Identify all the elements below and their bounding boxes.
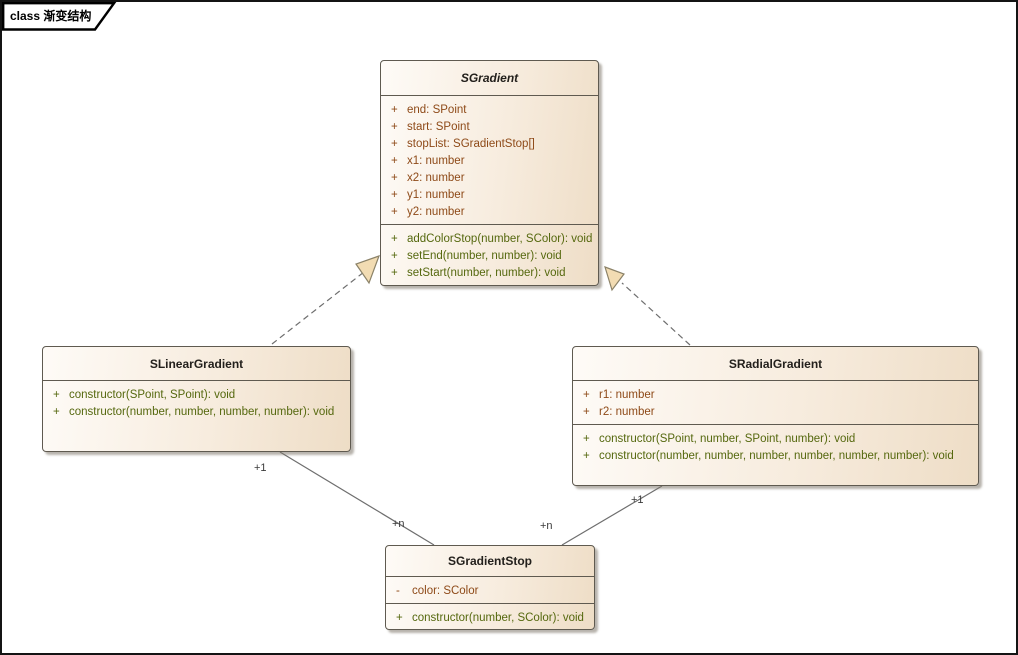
method-text: constructor(SPoint, number, SPoint, numb… xyxy=(599,432,856,445)
method-row: + constructor(number, number, number, num… xyxy=(577,447,974,464)
attribute-text: start: SPoint xyxy=(407,120,470,133)
multiplicity-label: +n xyxy=(540,520,553,532)
visibility-symbol: + xyxy=(583,388,590,401)
attributes-compartment: -color: SColor xyxy=(386,577,594,604)
methods-compartment: + addColorStop(number, SColor): void + set… xyxy=(381,225,598,285)
class-box-sgradient[interactable]: SGradient + end: SPoint + start: SPoint + s… xyxy=(380,60,599,286)
visibility-symbol: + xyxy=(396,611,403,624)
attribute-text: color: SColor xyxy=(412,584,479,597)
class-title: SLinearGradient xyxy=(43,347,350,381)
method-text: addColorStop(number, SColor): void xyxy=(407,232,593,245)
frame-tab-shape xyxy=(2,2,117,31)
class-title: SRadialGradient xyxy=(573,347,978,381)
visibility-symbol: + xyxy=(391,266,398,279)
visibility-symbol: + xyxy=(391,249,398,262)
attribute-text: end: SPoint xyxy=(407,103,467,116)
visibility-symbol: + xyxy=(391,188,398,201)
method-text: setStart(number, number): void xyxy=(407,266,566,279)
method-row: + constructor(SPoint, SPoint): void xyxy=(47,386,346,403)
visibility-symbol: + xyxy=(53,388,60,401)
attribute-text: r1: number xyxy=(599,388,655,401)
visibility-symbol: + xyxy=(391,103,398,116)
visibility-symbol: + xyxy=(583,449,590,462)
class-title: SGradient xyxy=(381,61,598,96)
frame-tab-label: class 渐变结构 xyxy=(10,9,92,23)
association-sradialgradient-sgradientstop[interactable] xyxy=(561,485,663,546)
visibility-symbol: + xyxy=(583,432,590,445)
multiplicity-label: +1 xyxy=(631,494,644,506)
multiplicity-label: +1 xyxy=(254,462,267,474)
attribute-text: stopList: SGradientStop[] xyxy=(407,137,535,150)
visibility-symbol: + xyxy=(391,154,398,167)
attribute-row: -color: SColor xyxy=(390,582,590,599)
visibility-symbol: + xyxy=(583,405,590,418)
diagram-frame-tab: class 渐变结构 xyxy=(2,2,132,34)
class-box-slineargradient[interactable]: SLinearGradient + constructor(SPoint, SPo… xyxy=(42,346,351,452)
visibility-symbol: + xyxy=(53,405,60,418)
method-text: constructor(number, SColor): void xyxy=(412,611,584,624)
visibility-symbol: + xyxy=(391,232,398,245)
class-title: SGradientStop xyxy=(386,546,594,577)
realization-arrowhead-right xyxy=(604,266,625,292)
visibility-symbol: - xyxy=(396,584,400,597)
methods-compartment: + constructor(SPoint, SPoint): void + cons… xyxy=(43,381,350,451)
attribute-text: x2: number xyxy=(407,171,465,184)
multiplicity-label: +n xyxy=(392,518,405,530)
attribute-row: + y1: number xyxy=(385,186,594,203)
method-text: constructor(number, number, number, numb… xyxy=(599,449,954,462)
attribute-row: + r1: number xyxy=(577,386,974,403)
attribute-row: + y2: number xyxy=(385,203,594,220)
attribute-row: + x1: number xyxy=(385,152,594,169)
attribute-row: + end: SPoint xyxy=(385,101,594,118)
method-row: + constructor(number, SColor): void xyxy=(390,609,590,626)
method-row: + constructor(SPoint, number, SPoint, num… xyxy=(577,430,974,447)
class-box-sradialgradient[interactable]: SRadialGradient +r1: number +r2: number … xyxy=(572,346,979,486)
association-slineargradient-sgradientstop[interactable] xyxy=(279,451,435,546)
attributes-compartment: + end: SPoint + start: SPoint + stopList: S… xyxy=(381,96,598,225)
class-box-sgradientstop[interactable]: SGradientStop -color: SColor + constructo… xyxy=(385,545,595,630)
realization-slineargradient-sgradient[interactable] xyxy=(271,271,365,345)
visibility-symbol: + xyxy=(391,137,398,150)
methods-compartment: + constructor(number, SColor): void xyxy=(386,604,594,630)
attribute-row: + r2: number xyxy=(577,403,974,420)
method-row: + setEnd(number, number): void xyxy=(385,247,594,264)
method-text: constructor(SPoint, SPoint): void xyxy=(69,388,236,401)
attribute-text: y1: number xyxy=(407,188,465,201)
attribute-text: x1: number xyxy=(407,154,465,167)
realization-sradialgradient-sgradient[interactable] xyxy=(621,282,691,346)
method-row: + constructor(number, number, number, num… xyxy=(47,403,346,420)
methods-compartment: + constructor(SPoint, number, SPoint, num… xyxy=(573,425,978,485)
attribute-row: + x2: number xyxy=(385,169,594,186)
visibility-symbol: + xyxy=(391,205,398,218)
method-text: setEnd(number, number): void xyxy=(407,249,562,262)
realization-arrowhead-left xyxy=(355,255,381,285)
attribute-row: + start: SPoint xyxy=(385,118,594,135)
attribute-row: + stopList: SGradientStop[] xyxy=(385,135,594,152)
visibility-symbol: + xyxy=(391,120,398,133)
attribute-text: y2: number xyxy=(407,205,465,218)
attributes-compartment: + r1: number + r2: number xyxy=(573,381,978,425)
attribute-text: r2: number xyxy=(599,405,655,418)
method-text: constructor(number, number, number, numb… xyxy=(69,405,335,418)
visibility-symbol: + xyxy=(391,171,398,184)
method-row: + addColorStop(number, SColor): void xyxy=(385,230,594,247)
method-row: + setStart(number, number): void xyxy=(385,264,594,281)
